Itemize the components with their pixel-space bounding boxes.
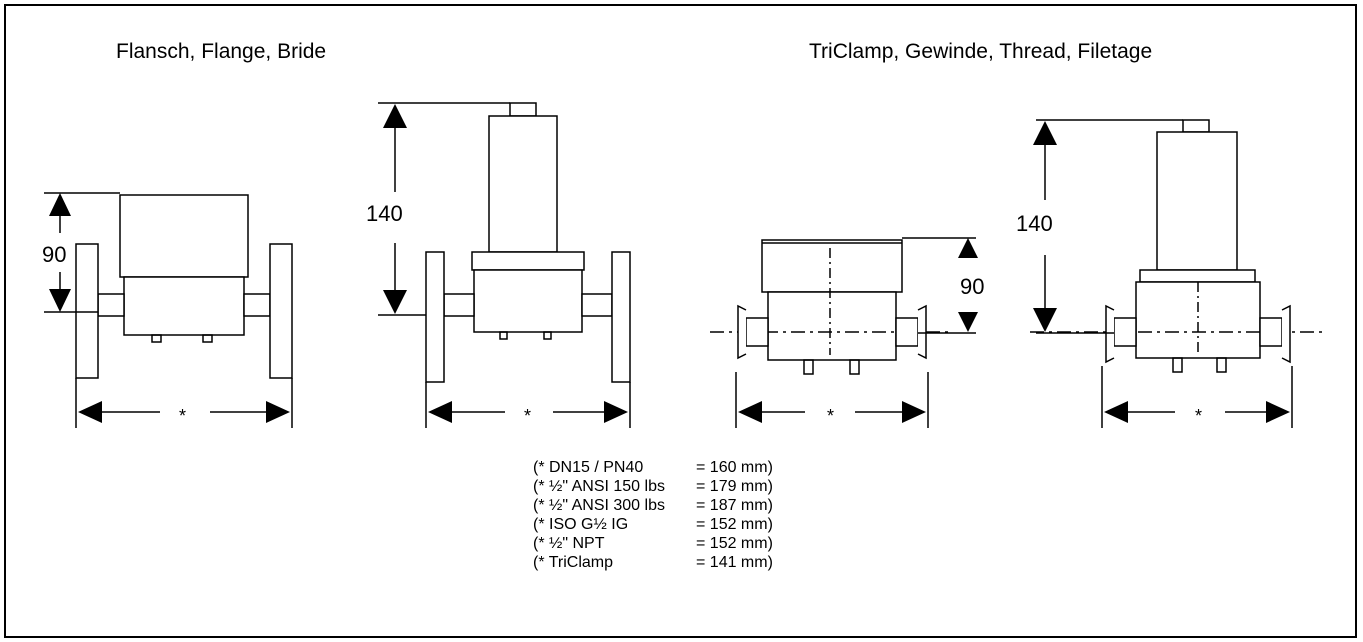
legend-value: = 152 mm) — [696, 535, 773, 552]
meter-triclamp-remote — [1030, 119, 1322, 428]
legend-value: = 187 mm) — [696, 497, 773, 514]
meter-triclamp-compact — [710, 237, 978, 428]
legend-row: (* TriClamp = 141 mm) — [533, 553, 773, 572]
legend-value: = 179 mm) — [696, 478, 773, 495]
legend-row: (* ½" ANSI 150 lbs = 179 mm) — [533, 477, 773, 496]
legend-value: = 152 mm) — [696, 516, 773, 533]
dim-height-90-flange: 90 — [42, 242, 66, 267]
length-marker-2: * — [524, 406, 531, 426]
legend-label: (* ½" ANSI 150 lbs — [533, 478, 665, 495]
legend-label: (* DN15 / PN40 — [533, 459, 644, 476]
drawing-frame — [4, 4, 1357, 638]
legend-label: (* TriClamp — [533, 554, 614, 571]
length-marker-1: * — [179, 406, 186, 426]
legend-value: = 141 mm) — [696, 554, 773, 571]
meter-flange-remote — [378, 102, 631, 428]
legend-row: (* ½" NPT = 152 mm) — [533, 534, 773, 553]
legend-row: (* ½" ANSI 300 lbs = 187 mm) — [533, 496, 773, 515]
length-marker-3: * — [827, 406, 834, 426]
dim-height-140-flange: 140 — [366, 201, 403, 226]
dim-height-140-triclamp: 140 — [1016, 211, 1053, 236]
legend-label: (* ISO G½ IG — [533, 516, 629, 533]
heading-triclamp: TriClamp, Gewinde, Thread, Filetage — [809, 40, 1153, 63]
heading-flange: Flansch, Flange, Bride — [116, 40, 327, 63]
legend-value: = 160 mm) — [696, 459, 773, 476]
legend-label: (* ½" ANSI 300 lbs — [533, 497, 665, 514]
legend-row: (* ISO G½ IG = 152 mm) — [533, 515, 773, 534]
length-marker-4: * — [1195, 406, 1202, 426]
meter-flange-compact — [44, 192, 293, 428]
length-legend: (* DN15 / PN40 = 160 mm) (* ½" ANSI 150 … — [533, 458, 773, 572]
dim-height-90-triclamp: 90 — [960, 274, 984, 299]
legend-label: (* ½" NPT — [533, 535, 605, 552]
legend-row: (* DN15 / PN40 = 160 mm) — [533, 458, 773, 477]
